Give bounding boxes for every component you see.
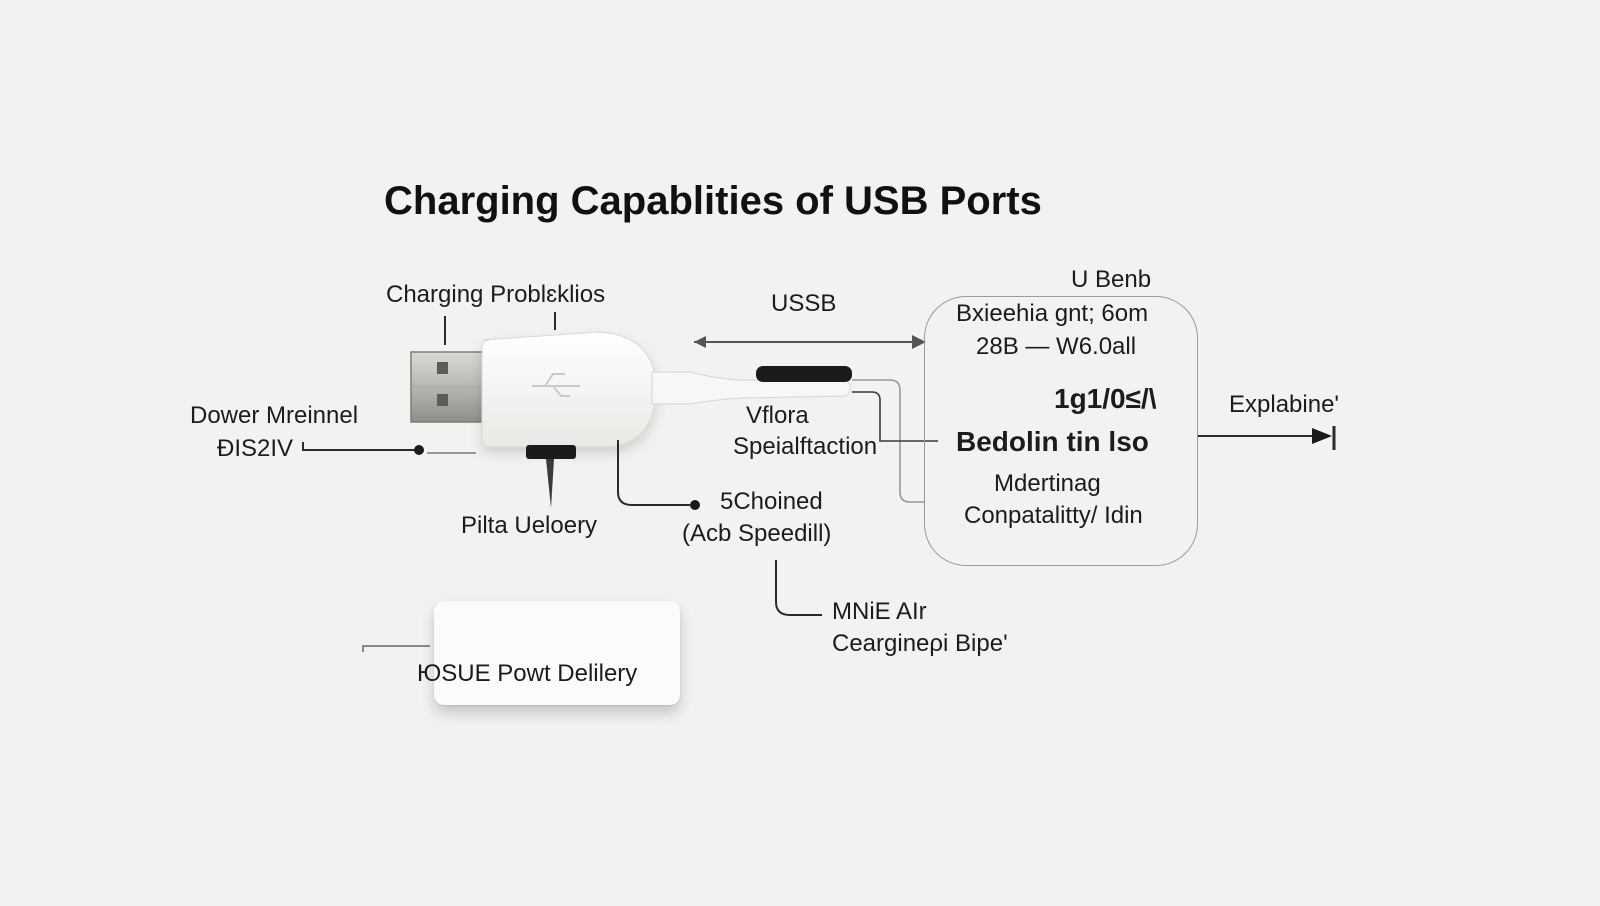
label-ussb: USSB (771, 290, 837, 317)
label-pilta: Pilta Ueloery (461, 512, 598, 539)
power-delivery-card (434, 601, 680, 705)
label-bedolin: Bedolin tin lso (956, 426, 1149, 457)
label-charging-problems: Charging Problɛklios (386, 281, 606, 308)
label-vflora-line2: Speialftaction (733, 433, 878, 460)
label-rating: 1g1/0≤/\ (1054, 383, 1157, 414)
label-mdertinag: Mdertinag (994, 470, 1101, 497)
spec-info-box (924, 296, 1198, 566)
label-dower-line1: Dower Mreinnel (190, 402, 359, 429)
connector-dot (414, 445, 424, 455)
connector-dot (690, 500, 700, 510)
label-power-delivery: ЮSUE Powt Delilery (417, 660, 638, 687)
page-title: Charging Capablities of USB Ports (384, 179, 1042, 223)
label-spec-line1: Bxieehia gnt; 6om (956, 300, 1149, 327)
label-mnie-line2: Ceargineρi Bipe' (832, 630, 1008, 657)
arrow-right-icon (1312, 428, 1332, 444)
label-choined-line2: (Acb Speedill) (682, 520, 832, 547)
double-arrow-icon (694, 335, 926, 349)
label-mnie-line1: MNiE AIr (832, 598, 927, 625)
label-vflora-line1: Vflora (746, 402, 809, 429)
label-dower-line2: ĐIS2IV (217, 435, 294, 462)
label-u-benb: U Benb (1071, 266, 1152, 293)
label-explaine: Explabine' (1229, 391, 1339, 418)
label-spec-line2: 28B — W6.0all (976, 333, 1137, 360)
usb-plug-icon (410, 331, 852, 508)
label-compatibility: Conpatalitty/ Idin (964, 502, 1143, 529)
label-choined-line1: 5Choined (720, 488, 823, 515)
